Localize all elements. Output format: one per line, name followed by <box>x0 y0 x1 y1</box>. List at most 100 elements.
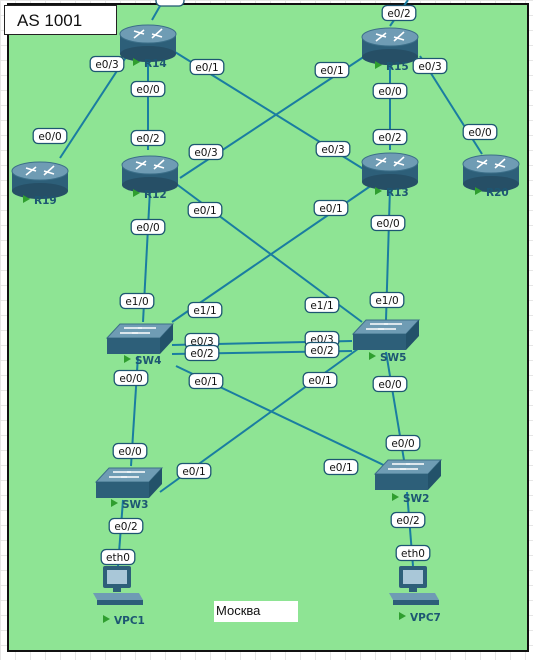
port-label-r12-e0-2[interactable]: e0/2 <box>130 129 166 147</box>
port-label-box <box>130 129 166 147</box>
port-label-box <box>412 57 448 75</box>
port-label-text: e0/0 <box>378 379 401 391</box>
port-label-text: e0/2 <box>136 133 159 145</box>
pc-vpc1[interactable]: VPC1 <box>93 566 145 627</box>
port-label-r12-e0-3[interactable]: e0/3 <box>188 143 224 161</box>
router-r19[interactable]: R19 <box>11 161 69 207</box>
port-label-box <box>184 344 220 362</box>
device-name-label: VPC1 <box>114 615 145 627</box>
as-number-label: AS 1001 <box>4 5 117 35</box>
port-label-text: e0/3 <box>418 61 441 73</box>
port-label-r20-e0-0[interactable]: e0/0 <box>462 123 498 141</box>
port-label-r13-e0-1[interactable]: e0/1 <box>313 199 349 217</box>
pc-vpc7[interactable]: VPC7 <box>389 566 441 624</box>
port-label-r14-e0-1[interactable]: e0/1 <box>189 58 225 76</box>
port-label-box <box>315 140 351 158</box>
router-icon <box>121 155 179 193</box>
port-label-text: e0/0 <box>38 131 61 143</box>
port-label-sw2-e0-0[interactable]: e0/0 <box>385 434 421 452</box>
port-label-box <box>130 218 166 236</box>
port-labels-layer: e0/2 e0/3 e0/0 e0/0 e0/2 e0/1 e0/3 e0/1 e0/3 e0/0… <box>32 4 498 566</box>
port-label-sw5-e0-2[interactable]: e0/2 <box>304 341 340 359</box>
router-icon <box>361 27 419 65</box>
port-label-text: e0/2 <box>190 348 213 360</box>
device-name-label: SW2 <box>403 493 429 505</box>
port-label-vpc7-eth0[interactable]: eth0 <box>395 544 431 562</box>
port-label-sw2-e0-2[interactable]: e0/2 <box>390 511 426 529</box>
port-label-text: e0/0 <box>136 222 159 234</box>
port-label-r14-e0-3[interactable]: e0/3 <box>89 55 125 73</box>
switch-sw2[interactable]: SW2 <box>373 459 443 505</box>
router-r15[interactable]: R15 <box>361 27 419 73</box>
port-label-text: e0/3 <box>194 147 217 159</box>
running-status-icon <box>399 612 406 620</box>
router-r14[interactable]: R14 <box>119 24 177 70</box>
device-name-label: R14 <box>144 58 167 70</box>
offpage-port-label-r14 <box>155 0 185 7</box>
port-label-text: e0/1 <box>319 203 342 215</box>
port-label-box <box>113 369 149 387</box>
port-label-r13-e0-0[interactable]: e0/0 <box>370 214 406 232</box>
port-label-box <box>313 199 349 217</box>
router-icon <box>119 24 177 62</box>
port-label-sw5-e0-0[interactable]: e0/0 <box>372 375 408 393</box>
port-label-box <box>395 544 431 562</box>
port-label-text: e0/1 <box>194 376 217 388</box>
port-label-box <box>108 517 144 535</box>
port-label-r12-e0-1[interactable]: e0/1 <box>187 201 223 219</box>
port-label-box <box>462 123 498 141</box>
port-label-sw4-e1-1[interactable]: e1/1 <box>187 301 223 319</box>
port-label-r12-e0-0[interactable]: e0/0 <box>130 218 166 236</box>
port-label-text: e0/3 <box>321 144 344 156</box>
port-label-sw4-e0-1[interactable]: e0/1 <box>188 372 224 390</box>
port-label-box <box>372 375 408 393</box>
port-label-sw4-e0-2[interactable]: e0/2 <box>184 344 220 362</box>
switch-sw4[interactable]: SW4 <box>105 323 175 367</box>
port-label-box <box>187 301 223 319</box>
port-label-vpc1-eth0[interactable]: eth0 <box>100 548 136 566</box>
port-label-r13-e0-3[interactable]: e0/3 <box>315 140 351 158</box>
port-label-text: e1/0 <box>375 295 398 307</box>
switch-sw5[interactable]: SW5 <box>351 319 421 364</box>
port-label-sw5-e1-0[interactable]: e1/0 <box>369 291 405 309</box>
port-label-sw5-e1-1[interactable]: e1/1 <box>304 296 340 314</box>
location-label: Москва <box>214 601 298 622</box>
port-label-sw4-e1-0[interactable]: e1/0 <box>119 292 155 310</box>
pc-icon <box>389 566 439 605</box>
port-label-r19-e0-0[interactable]: e0/0 <box>32 127 68 145</box>
router-r20[interactable]: R20 <box>462 154 520 199</box>
port-label-sw2-e0-1[interactable]: e0/1 <box>323 458 359 476</box>
port-label-text: e0/0 <box>391 438 414 450</box>
port-label-box <box>323 458 359 476</box>
pc-icon <box>93 566 143 605</box>
port-label-r13-e0-2[interactable]: e0/2 <box>372 128 408 146</box>
router-r13[interactable]: R13 <box>361 152 419 199</box>
switch-icon <box>373 459 443 490</box>
port-label-sw3-e0-1[interactable]: e0/1 <box>176 462 212 480</box>
port-label-sw4-e0-0[interactable]: e0/0 <box>113 369 149 387</box>
switch-sw3[interactable]: SW3 <box>94 467 164 511</box>
router-icon <box>462 154 520 192</box>
port-label-sw5-e0-1[interactable]: e0/1 <box>302 371 338 389</box>
port-label-box <box>188 143 224 161</box>
port-label-r15-e0-1[interactable]: e0/1 <box>314 61 350 79</box>
port-label-r15-offpage[interactable]: e0/2 <box>381 4 417 22</box>
router-r12[interactable]: R12 <box>121 155 179 201</box>
router-icon <box>361 152 419 190</box>
running-status-icon <box>375 187 382 195</box>
running-status-icon <box>124 355 131 363</box>
port-label-r15-e0-0[interactable]: e0/0 <box>372 82 408 100</box>
port-label-sw3-e0-0[interactable]: e0/0 <box>112 442 148 460</box>
port-label-text: e0/1 <box>320 65 343 77</box>
port-label-r14-e0-0[interactable]: e0/0 <box>130 80 166 98</box>
port-label-text: e0/2 <box>310 345 333 357</box>
running-status-icon <box>103 615 110 623</box>
port-label-box <box>385 434 421 452</box>
port-label-box <box>372 82 408 100</box>
port-label-text: e0/0 <box>468 127 491 139</box>
port-label-r15-e0-3[interactable]: e0/3 <box>412 57 448 75</box>
port-label-sw3-e0-2[interactable]: e0/2 <box>108 517 144 535</box>
port-label-text: e1/1 <box>193 305 216 317</box>
port-label-box <box>176 462 212 480</box>
port-label-box <box>189 58 225 76</box>
